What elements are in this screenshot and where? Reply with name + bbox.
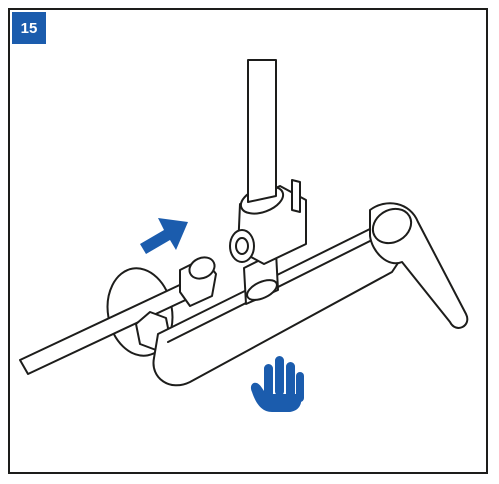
shower-riser-pipe	[247, 59, 277, 203]
step-number: 15	[20, 19, 38, 37]
tee-riser-base	[246, 279, 278, 301]
arrow-up-right-icon	[140, 218, 188, 254]
mixer-handle-cap	[371, 207, 413, 245]
step-badge-background	[12, 12, 46, 44]
hose-nut-end	[188, 256, 216, 280]
valve-side-outlet-inner	[235, 237, 249, 255]
step-badge: 15	[12, 12, 46, 44]
hand-stop-icon	[250, 356, 304, 412]
valve-lever	[291, 179, 301, 213]
